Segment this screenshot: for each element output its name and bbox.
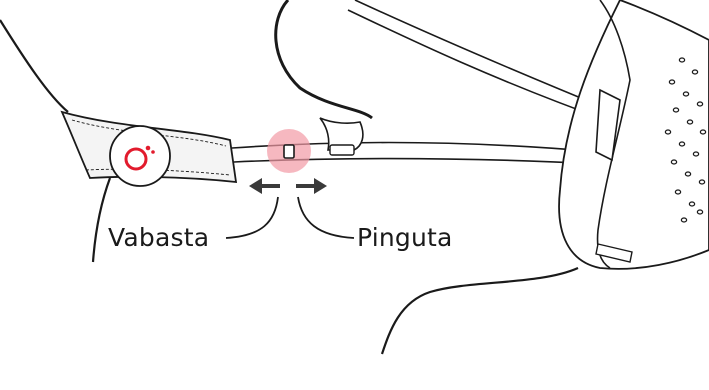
upper-strap-inner (347, 9, 607, 121)
mask-bottom-tab (595, 243, 633, 263)
head-outline-left (0, 19, 69, 113)
strap-slider-icon (283, 144, 295, 159)
ear-hook-slot (329, 144, 355, 156)
mask-cord (380, 266, 579, 355)
ear-outline (274, 0, 373, 120)
tighten-label: Pinguta (357, 223, 453, 252)
leader-line-loosen (225, 196, 279, 239)
left-arrow-icon (249, 178, 280, 194)
neck-cord-left (91, 177, 112, 263)
loosen-label: Vabasta (108, 223, 210, 252)
brand-logo-icon (124, 145, 155, 171)
mask-body (558, 0, 709, 270)
leader-line-tighten (297, 196, 355, 239)
upper-strap (354, 0, 611, 111)
ear-hook (319, 117, 364, 151)
mask-vent-holes (664, 57, 707, 223)
right-arrow-icon (296, 178, 327, 194)
logo-badge (109, 125, 171, 187)
mask-side-rim (595, 88, 621, 162)
